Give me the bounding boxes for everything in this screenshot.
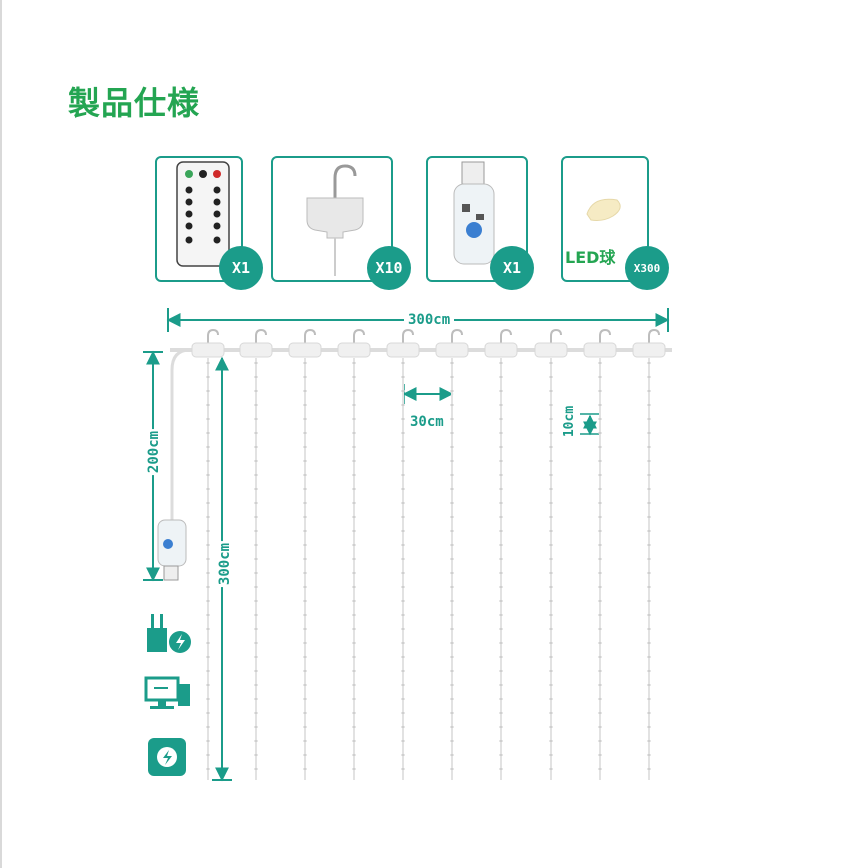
left-border: [0, 0, 2, 868]
usb-plug-icon: [157, 519, 187, 581]
spacing-label: 30cm: [410, 414, 444, 430]
hook-card: X10: [271, 156, 411, 290]
hook: [304, 328, 316, 344]
usb-controller-card: X1: [426, 156, 534, 290]
hook: [451, 328, 463, 344]
hook-clip: [239, 342, 273, 358]
hook: [402, 328, 414, 344]
led-card: LED球 X300: [561, 156, 669, 290]
hook: [550, 328, 562, 344]
wall-adapter-icon: [147, 614, 191, 653]
usb-controller-icon: [453, 161, 495, 265]
led-spacing-label: 10cm: [562, 403, 578, 440]
hook: [648, 328, 660, 344]
hook-clip: [534, 342, 568, 358]
hook-clip: [386, 342, 420, 358]
hook-clip: [583, 342, 617, 358]
hook-clip: [435, 342, 469, 358]
hook: [500, 328, 512, 344]
led-quantity-badge: X300: [625, 246, 669, 290]
light-strands: [191, 328, 666, 780]
hook-clip: [337, 342, 371, 358]
hook: [353, 328, 365, 344]
strand-length-label: 300cm: [217, 540, 234, 588]
remote-card: X1: [155, 156, 263, 290]
hook-quantity-badge: X10: [367, 246, 411, 290]
page-title: 製品仕様: [68, 84, 201, 122]
usb-quantity-badge: X1: [490, 246, 534, 290]
hook-clip: [191, 342, 225, 358]
remote-icon: [176, 161, 230, 267]
hook: [207, 328, 219, 344]
led-label: LED球: [565, 248, 616, 267]
hook-icon: [306, 164, 364, 276]
cable-length-label: 200cm: [146, 428, 163, 476]
power-bank-icon: [148, 738, 186, 776]
computer-usb-icon: [144, 676, 190, 709]
hook: [255, 328, 267, 344]
remote-quantity-badge: X1: [219, 246, 263, 290]
led-bulb-icon: [586, 198, 621, 221]
hook-clip: [632, 342, 666, 358]
hook-clip: [484, 342, 518, 358]
hook: [599, 328, 611, 344]
hook-clip: [288, 342, 322, 358]
width-label: 300cm: [404, 312, 455, 328]
